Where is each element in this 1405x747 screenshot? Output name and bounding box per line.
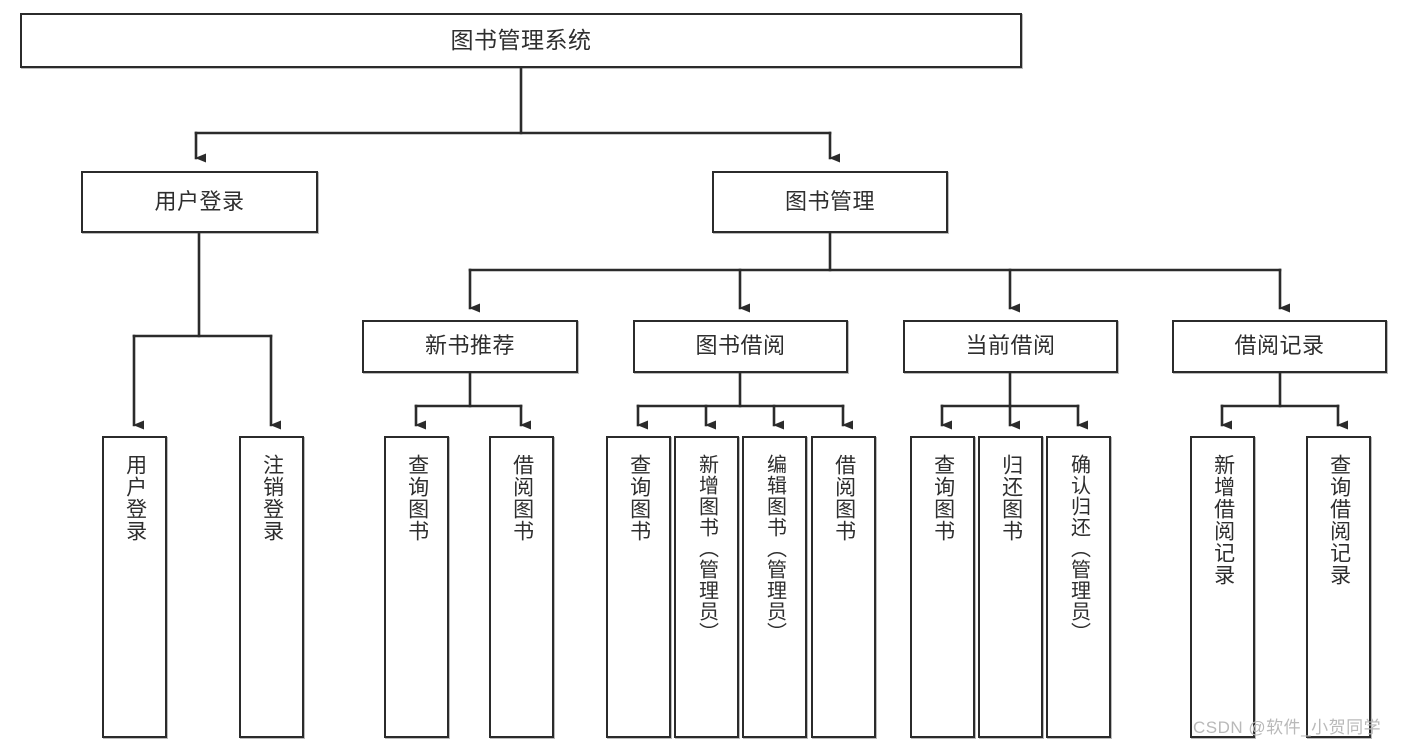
leaf-user-login[interactable]: 用户登录 — [102, 436, 167, 738]
leaf-current-return-book[interactable]: 归还图书 — [978, 436, 1043, 738]
leaf-borrow-query-book[interactable]: 查询图书 — [606, 436, 671, 738]
leaf-recommend-query-book-label: 查询图书 — [405, 454, 429, 542]
node-current-borrow[interactable]: 当前借阅 — [903, 320, 1118, 373]
leaf-user-logout[interactable]: 注销登录 — [239, 436, 304, 738]
leaf-borrow-add-book-admin[interactable]: 新增图书（管理员） — [674, 436, 739, 738]
node-new-book-recommendation[interactable]: 新书推荐 — [362, 320, 578, 373]
node-root-system[interactable]: 图书管理系统 — [20, 13, 1022, 68]
leaf-borrow-lend-book-label: 借阅图书 — [832, 454, 856, 542]
leaf-borrow-add-book-admin-label: 新增图书（管理员） — [695, 454, 718, 643]
node-borrow-record[interactable]: 借阅记录 — [1172, 320, 1387, 373]
node-user-login-label: 用户登录 — [154, 188, 245, 214]
leaf-current-return-book-label: 归还图书 — [999, 454, 1023, 542]
node-root-system-label: 图书管理系统 — [450, 26, 592, 53]
leaf-current-query-book-label: 查询图书 — [931, 454, 955, 542]
node-new-book-recommendation-label: 新书推荐 — [424, 333, 515, 359]
leaf-current-confirm-return-admin[interactable]: 确认归还（管理员） — [1046, 436, 1111, 738]
node-borrow-record-label: 借阅记录 — [1234, 333, 1325, 359]
leaf-current-query-book[interactable]: 查询图书 — [910, 436, 975, 738]
node-user-login[interactable]: 用户登录 — [81, 171, 318, 233]
leaf-borrow-lend-book[interactable]: 借阅图书 — [811, 436, 876, 738]
node-book-borrow[interactable]: 图书借阅 — [633, 320, 848, 373]
leaf-record-add-label: 新增借阅记录 — [1211, 454, 1235, 586]
leaf-record-add[interactable]: 新增借阅记录 — [1190, 436, 1255, 738]
leaf-record-search-label: 查询借阅记录 — [1327, 454, 1351, 586]
node-book-borrow-label: 图书借阅 — [695, 333, 786, 359]
leaf-user-logout-label: 注销登录 — [260, 454, 284, 542]
leaf-recommend-borrow-book-label: 借阅图书 — [510, 454, 534, 542]
csdn-watermark: CSDN @软件_小贺同学 — [1193, 718, 1382, 737]
leaf-recommend-query-book[interactable]: 查询图书 — [384, 436, 449, 738]
leaf-recommend-borrow-book[interactable]: 借阅图书 — [489, 436, 554, 738]
leaf-user-login-label: 用户登录 — [123, 454, 147, 542]
leaf-borrow-edit-book-admin-label: 编辑图书（管理员） — [763, 454, 786, 643]
node-book-manage[interactable]: 图书管理 — [712, 171, 948, 233]
leaf-borrow-query-book-label: 查询图书 — [627, 454, 651, 542]
leaf-current-confirm-return-admin-label: 确认归还（管理员） — [1067, 454, 1090, 643]
node-current-borrow-label: 当前借阅 — [965, 333, 1056, 359]
leaf-borrow-edit-book-admin[interactable]: 编辑图书（管理员） — [742, 436, 807, 738]
leaf-record-search[interactable]: 查询借阅记录 — [1306, 436, 1371, 738]
node-book-manage-label: 图书管理 — [784, 188, 875, 214]
